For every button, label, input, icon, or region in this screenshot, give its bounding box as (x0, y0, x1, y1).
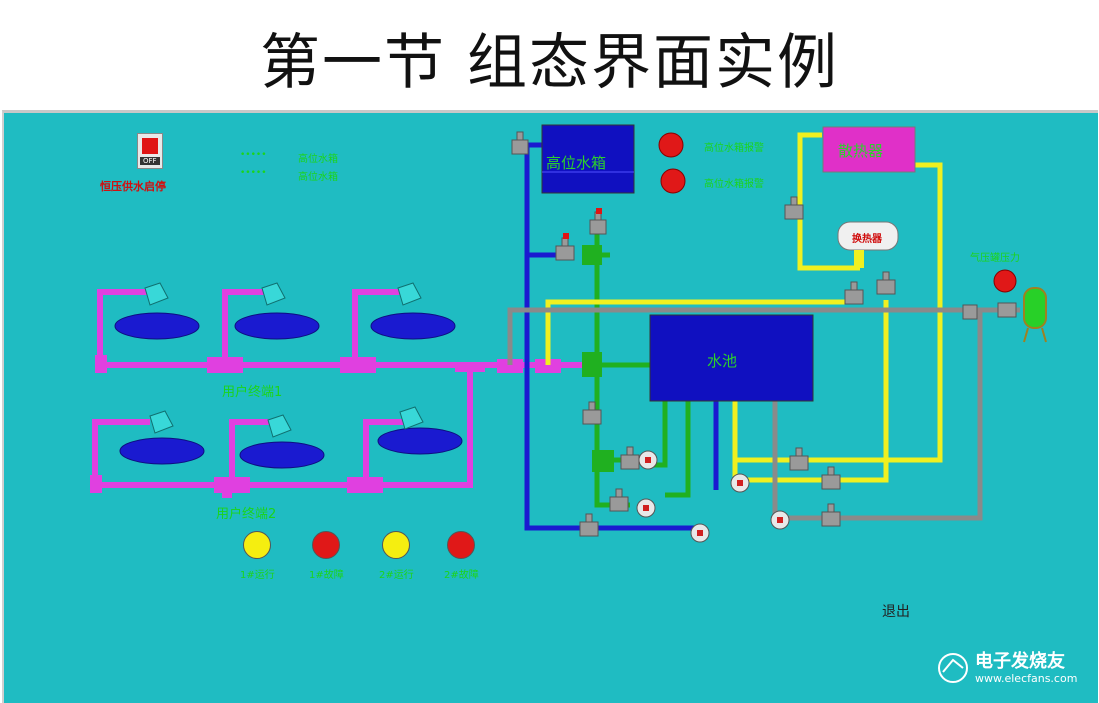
watermark: 电子发烧友 www.elecfans.com (935, 644, 1085, 692)
status-dots-2: ••••• (240, 168, 267, 178)
heat-exchanger (837, 221, 899, 251)
switch-state: OFF (140, 157, 160, 165)
indicator-label-3: 2#运行 (379, 570, 414, 581)
air-pressure-tank (1023, 287, 1047, 343)
status-text-1: 高位水箱 (298, 154, 338, 165)
valve-red-tops (563, 208, 602, 239)
user-end-1-label: 用户终端1 (222, 385, 283, 400)
sprinkler-heads (144, 282, 424, 438)
tank-alarm-1-label: 高位水箱报警 (704, 143, 764, 154)
indicator-lamp-3 (382, 531, 410, 559)
blue-piping (524, 142, 719, 531)
scada-panel (2, 110, 1098, 703)
radiator (822, 126, 916, 173)
indicator-label-1: 1#运行 (240, 570, 275, 581)
magenta-fittings (90, 355, 561, 498)
high-tank-label: 高位水箱 (546, 154, 607, 172)
pumps (636, 450, 790, 543)
radiator-label: 散热器 (838, 142, 884, 160)
watermark-name: 电子发烧友 (975, 651, 1065, 672)
water-pool (649, 314, 814, 402)
gray-piping (507, 307, 1020, 521)
valves (511, 131, 1017, 537)
heat-exchanger-label: 换热器 (852, 234, 882, 245)
watermark-url: www.elecfans.com (975, 672, 1078, 685)
indicator-label-4: 2#故障 (444, 570, 479, 581)
pool-label: 水池 (707, 352, 738, 370)
watermark-logo-icon (938, 653, 968, 683)
slide-title: 第一节 组态界面实例 (259, 28, 840, 98)
exchanger-outlet (854, 250, 864, 268)
indicator-lamp-4 (447, 531, 475, 559)
indicator-lamp-1 (243, 531, 271, 559)
user-end-2-label: 用户终端2 (216, 507, 277, 522)
switch-indicator (142, 138, 158, 154)
alarm-lamps (658, 132, 1017, 293)
pump-start-stop-switch[interactable]: OFF (137, 133, 163, 169)
indicator-label-2: 1#故障 (309, 570, 344, 581)
status-dots-1: ••••• (240, 150, 267, 160)
spray-pools (114, 312, 463, 469)
high-water-tank (541, 124, 635, 194)
green-fittings (582, 245, 614, 472)
exit-button[interactable]: 退出 (882, 604, 910, 620)
start-stop-label: 恒压供水启停 (100, 180, 166, 193)
tank-alarm-2-label: 高位水箱报警 (704, 179, 764, 190)
indicator-lamp-2 (312, 531, 340, 559)
status-text-2: 高位水箱 (298, 172, 338, 183)
air-tank-label: 气压罐压力 (970, 253, 1020, 264)
